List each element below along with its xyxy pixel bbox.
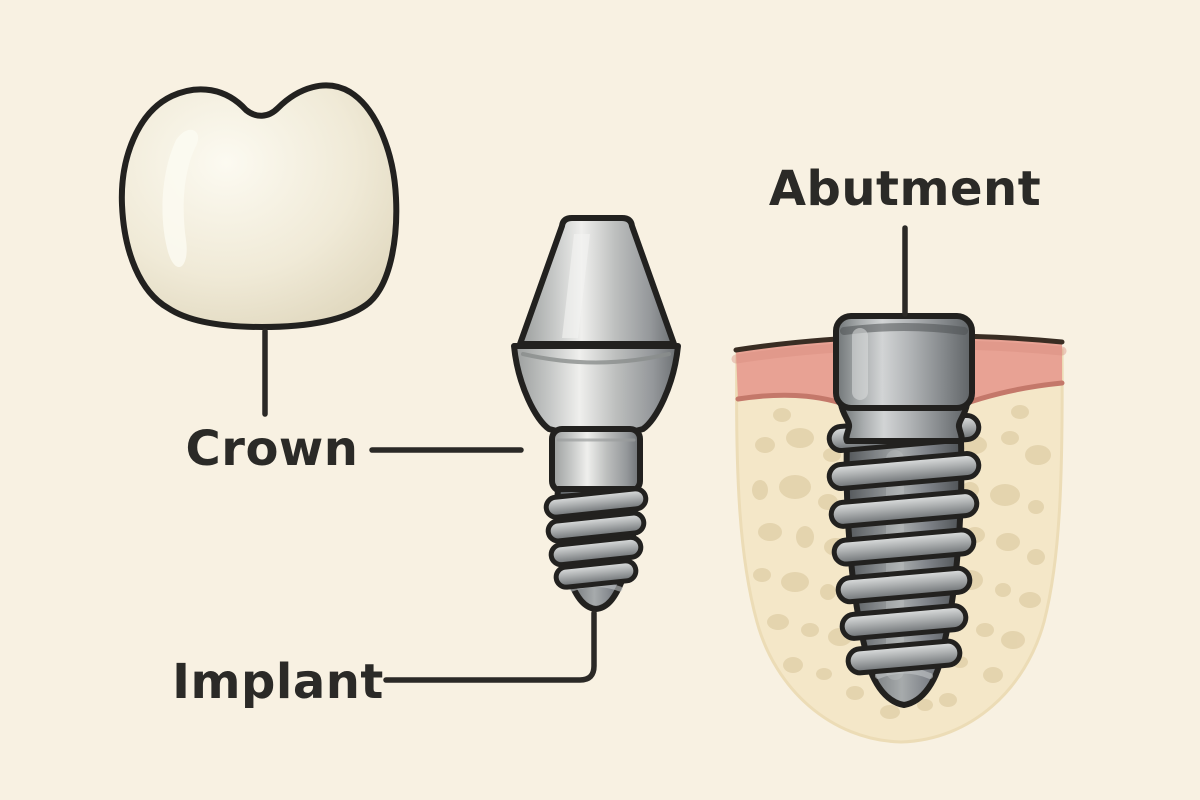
thread-ridge [548,534,644,568]
thread-ridge [553,558,639,590]
thread-ridge [835,565,973,605]
abutment-assembly-illustration [511,215,681,612]
thread-ridge [545,510,647,544]
abutment-flange-crease [521,352,671,365]
implant-thread-ridges [826,413,982,676]
thread-ridge [831,527,977,567]
implant-collar [549,426,643,494]
implant-fixture [826,313,982,708]
thread-ridge [845,638,963,676]
screw-thread-ridges [543,486,649,590]
thread-ridge [828,489,980,529]
abutment-label: Abutment [768,161,1042,217]
abutment-flange [511,343,681,439]
bone-texture-spots [752,405,1051,719]
crown-label: Crown [185,421,359,477]
abutment-cone-sheen [562,234,590,338]
implant-label: Implant [172,654,384,710]
crown-illustration [118,82,400,330]
implant-leader-line [383,610,597,683]
thread-ridge [543,486,649,520]
abutment-cone [517,215,677,347]
crown-highlight [162,129,199,268]
leader-lines [262,225,908,683]
implant-neck [838,401,970,444]
thread-ridge [839,603,969,641]
implant-head-sheen [852,328,868,400]
thread-ridge [826,451,982,491]
implant-site-illustration [731,313,1067,744]
